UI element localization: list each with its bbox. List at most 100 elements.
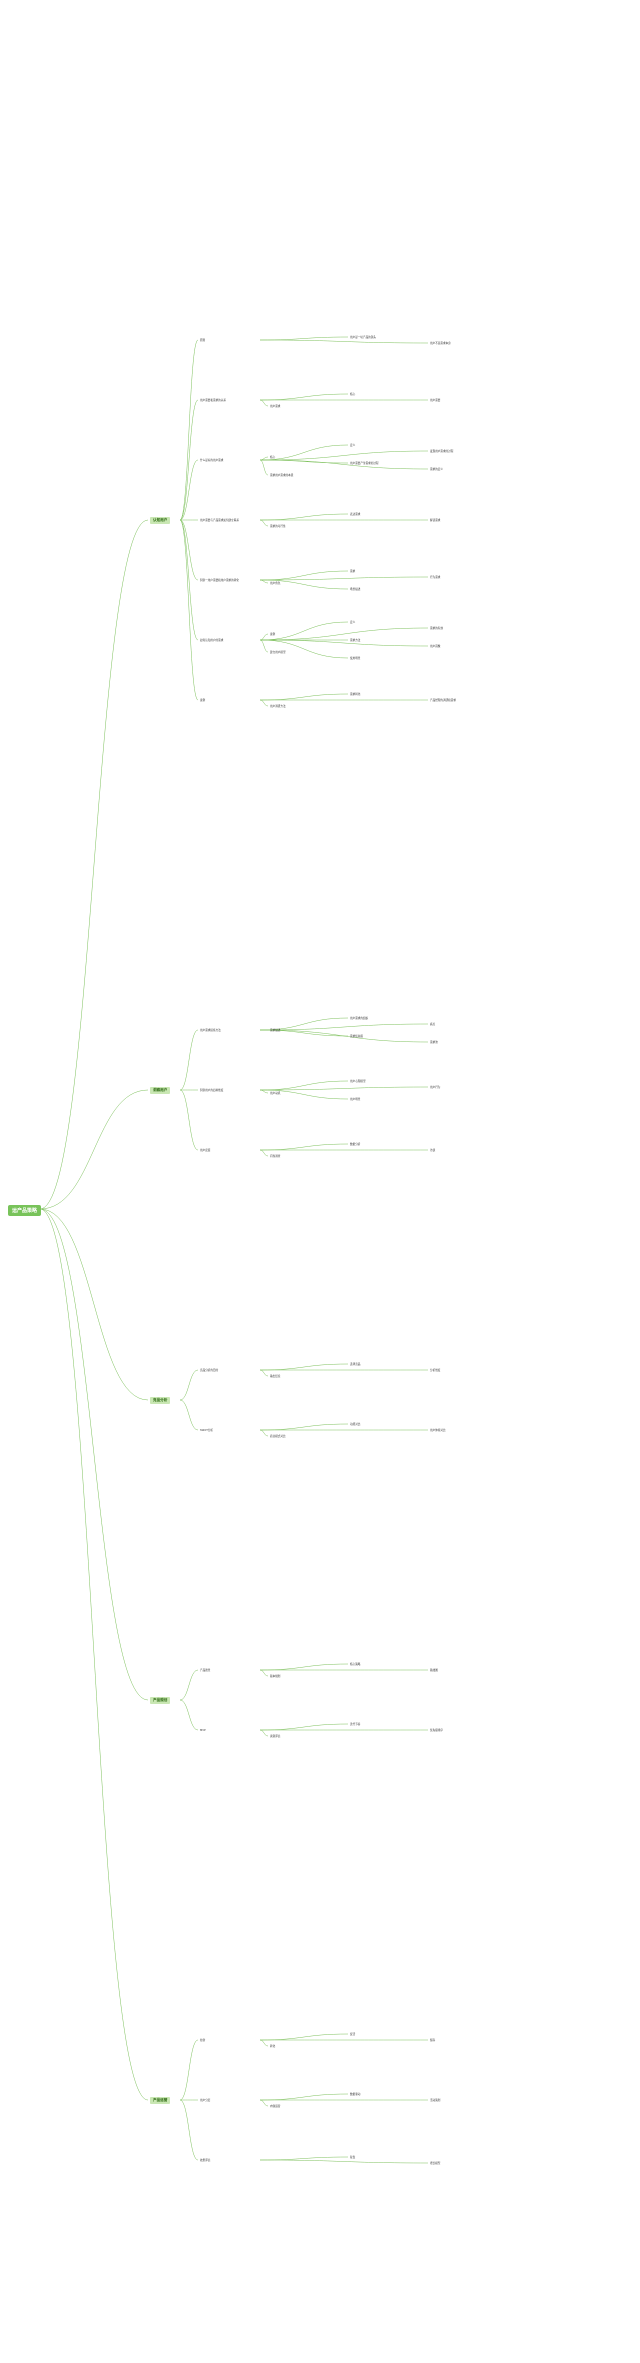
subtopic-node[interactable]: 留存 [430, 2038, 436, 2042]
subtopic-node[interactable]: 迭代节奏 [350, 1722, 361, 1726]
topic-node[interactable]: 洞察用户的四种维度 [200, 1088, 224, 1092]
subtopic-node[interactable]: 用户行为 [430, 1085, 441, 1089]
branch-node[interactable]: 产品运营 [150, 2097, 171, 2104]
subtopic-node[interactable]: 用户需求 [270, 404, 281, 408]
connector-line [259, 579, 349, 590]
connector-line [259, 621, 349, 641]
subtopic-node[interactable]: 需求 [350, 569, 356, 573]
subtopic-node[interactable]: 用户画像 [430, 644, 441, 648]
subtopic-node[interactable]: 需求的定义 [430, 467, 443, 471]
subtopic-node[interactable]: 版本规划 [270, 1674, 281, 1678]
subtopic-node[interactable]: 促活 [350, 2032, 356, 2036]
subtopic-node[interactable]: 核心策略 [350, 1662, 361, 1666]
subtopic-node[interactable]: 路线图 [430, 1668, 438, 1672]
subtopic-node[interactable]: 用户角色 [270, 581, 281, 585]
connector-line [179, 399, 199, 521]
topic-node[interactable]: 拉新 [200, 2038, 206, 2042]
topic-node[interactable]: 用户需要和需求的关系 [200, 398, 226, 402]
connector-line [259, 639, 429, 647]
connector-line [179, 519, 199, 701]
subtopic-node[interactable]: 活动策划 [430, 2098, 441, 2102]
topic-node[interactable]: MVP [200, 1728, 206, 1732]
subtopic-node[interactable]: 需求的有效 [430, 626, 443, 630]
subtopic-node[interactable]: 需求的可行性 [270, 524, 286, 528]
subtopic-node[interactable]: 资源评估 [270, 1734, 281, 1738]
subtopic-node[interactable]: 复盘 [350, 2155, 356, 2159]
topic-node[interactable]: SWOT分析 [200, 1428, 214, 1432]
connector-line [259, 1029, 429, 1043]
connector-line [259, 339, 429, 344]
subtopic-node[interactable]: 用户不是需求本身 [430, 341, 451, 345]
subtopic-node[interactable]: 问卷调查 [270, 1154, 281, 1158]
connector-line [259, 693, 349, 701]
subtopic-node[interactable]: 用户需要 [430, 398, 441, 402]
subtopic-node[interactable]: 场景描述 [350, 587, 361, 591]
topic-node[interactable]: 洞察一用户需要和用户需求的转化 [200, 578, 239, 582]
branch-node[interactable]: 认知用户 [150, 517, 171, 524]
subtopic-node[interactable]: 需求方法 [350, 638, 361, 642]
subtopic-node[interactable]: 数据驱动 [350, 2092, 361, 2096]
connector-line [179, 519, 199, 641]
subtopic-node[interactable]: 发现用户需求的过程 [430, 449, 454, 453]
topic-node[interactable]: 用户需要与产品需求如何建立联系 [200, 518, 239, 522]
connector-line [259, 1363, 349, 1371]
subtopic-node[interactable]: 行为需求 [430, 575, 441, 579]
subtopic-node[interactable]: 访谈 [430, 1148, 436, 1152]
root-node[interactable]: 运产品策略 [8, 1205, 42, 1216]
subtopic-node[interactable]: 用户场景 [350, 1097, 361, 1101]
subtopic-node[interactable]: 表达需求 [350, 512, 361, 516]
connector-line [259, 699, 269, 707]
topic-node[interactable]: 什么是好的用户需求 [200, 458, 224, 462]
topic-node[interactable]: 效果评估 [200, 2158, 211, 2162]
subtopic-node[interactable]: 用户是一切产品的源头 [350, 335, 376, 339]
subtopic-node[interactable]: 需求描述 [270, 1028, 281, 1032]
subtopic-node[interactable]: 用户调研方法 [270, 704, 286, 708]
subtopic-node[interactable]: 数据分析 [350, 1142, 361, 1146]
connector-line [259, 1369, 269, 1377]
connector-line [179, 2099, 199, 2161]
topic-node[interactable]: 用户需求提炼方法 [200, 1028, 221, 1032]
subtopic-node[interactable]: 定义 [350, 443, 356, 447]
subtopic-node[interactable]: 转化 [270, 2044, 276, 2048]
topic-node[interactable]: 如何认知用户的需求 [200, 638, 224, 642]
connector-line [259, 2156, 349, 2161]
subtopic-node[interactable]: 需求优先级 [350, 1034, 363, 1038]
subtopic-node[interactable]: 使用场景 [350, 656, 361, 660]
subtopic-node[interactable]: 定义 [350, 620, 356, 624]
branch-node[interactable]: 竞品分析 [150, 1397, 171, 1404]
subtopic-node[interactable]: 痛点 [430, 1022, 436, 1026]
subtopic-node[interactable]: 核心 [350, 392, 356, 396]
branch-node[interactable]: 产品规划 [150, 1697, 171, 1704]
subtopic-node[interactable]: 案例 [270, 632, 276, 636]
subtopic-node[interactable]: 内容运营 [270, 2104, 281, 2108]
subtopic-node[interactable]: 用户需求的组织 [350, 1016, 369, 1020]
topic-node[interactable]: 用户分层 [200, 2098, 211, 2102]
subtopic-node[interactable]: 选择竞品 [350, 1362, 361, 1366]
connector-line [259, 1429, 269, 1437]
subtopic-node[interactable]: 产品经理的调研和需求 [430, 698, 456, 702]
subtopic-node[interactable]: 用户心理模型 [350, 1079, 366, 1083]
topic-node[interactable]: 原则 [200, 338, 206, 342]
subtopic-node[interactable]: 输出结论 [270, 1374, 281, 1378]
subtopic-node[interactable]: 需求转化 [350, 692, 361, 696]
subtopic-node[interactable]: 需求池 [430, 1040, 438, 1044]
connector-line [259, 1023, 429, 1031]
subtopic-node[interactable]: 增长模型 [430, 2161, 441, 2165]
branch-node[interactable]: 洞察用户 [150, 1087, 171, 1094]
topic-node[interactable]: 产品愿景 [200, 1668, 211, 1672]
subtopic-node[interactable]: 用户动机 [270, 1091, 281, 1095]
subtopic-node[interactable]: 分析维度 [430, 1368, 441, 1372]
subtopic-node[interactable]: 需求用户需求的本质 [270, 473, 294, 477]
subtopic-node[interactable]: 建立用户模型 [270, 650, 286, 654]
connector-line [259, 444, 349, 461]
subtopic-node[interactable]: 功能对比 [350, 1422, 361, 1426]
topic-node[interactable]: 案例 [200, 698, 206, 702]
subtopic-node[interactable]: 商业模式对比 [270, 1434, 286, 1438]
subtopic-node[interactable]: 解读需求 [430, 518, 441, 522]
subtopic-node[interactable]: 优先级排序 [430, 1728, 443, 1732]
subtopic-node[interactable]: 核心 [270, 455, 276, 459]
topic-node[interactable]: 用户反馈 [200, 1148, 211, 1152]
subtopic-node[interactable]: 用户需要产生需求的过程 [350, 461, 379, 465]
topic-node[interactable]: 竞品分析的目的 [200, 1368, 219, 1372]
subtopic-node[interactable]: 用户体验对比 [430, 1428, 446, 1432]
